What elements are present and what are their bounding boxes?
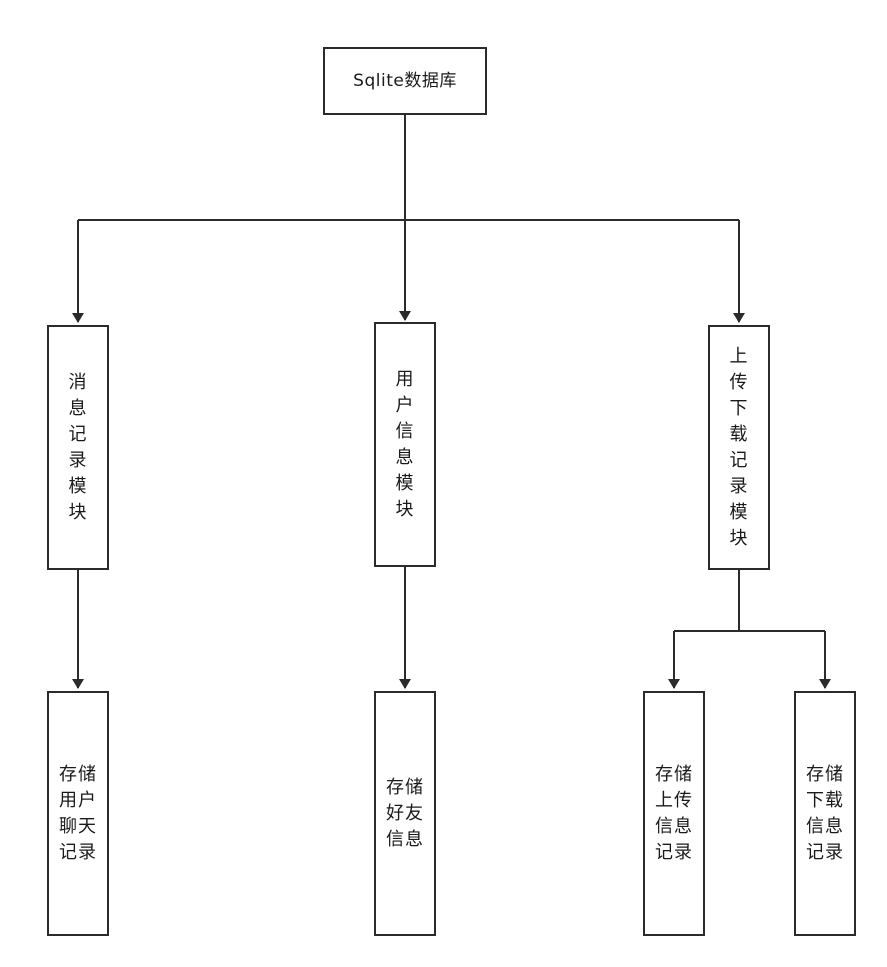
node-label: 存储上传信息记录 [655, 763, 693, 863]
node-label: 存储好友信息 [386, 776, 424, 850]
node-store-upload-records: 存储上传信息记录 [643, 691, 705, 936]
node-label: 消息记录模块 [68, 371, 88, 523]
node-label: 上传下载记录模块 [729, 345, 749, 549]
node-store-download-records: 存储下载信息记录 [794, 691, 856, 936]
node-store-friend-info: 存储好友信息 [374, 691, 436, 936]
node-label: Sqlite数据库 [353, 71, 457, 91]
node-label: 存储用户聊天记录 [59, 763, 97, 863]
node-sqlite-database: Sqlite数据库 [323, 47, 487, 115]
node-store-chat-records: 存储用户聊天记录 [47, 691, 109, 936]
node-label: 用户信息模块 [395, 368, 415, 520]
node-messages-module: 消息记录模块 [47, 325, 109, 570]
node-user-module: 用户信息模块 [374, 322, 436, 567]
node-label: 存储下载信息记录 [806, 763, 844, 863]
node-transfer-module: 上传下载记录模块 [708, 325, 770, 570]
